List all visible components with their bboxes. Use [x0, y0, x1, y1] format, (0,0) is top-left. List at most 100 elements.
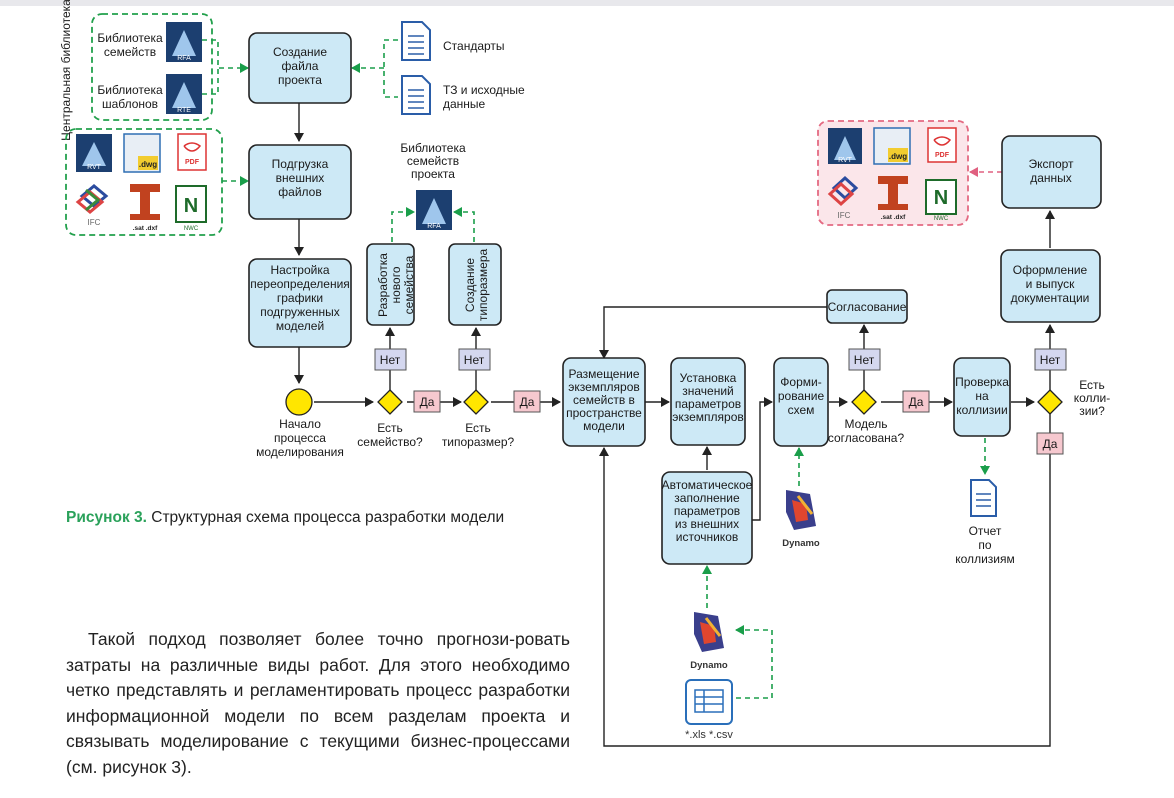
export-files-group: RVT .dwg PDF IFC .sat .dxf N NWC — [817, 120, 969, 226]
tag-yes-collisions-text: Да — [1043, 437, 1058, 451]
report-doc-icon — [970, 479, 997, 517]
export-rvt-badge: RVT — [838, 157, 853, 164]
dynamo-icon-bottom: Dynamo — [690, 612, 728, 671]
tag-no-collisions-text: Нет — [1040, 353, 1061, 367]
top-stripe — [0, 0, 1174, 6]
decision-type-exists — [463, 389, 489, 415]
data-flow-connectors — [202, 39, 1002, 699]
decision-collisions — [1037, 389, 1063, 415]
svg-text:Центральная библиотека: Центральная библиотека — [59, 0, 73, 141]
dynamo-bottom-label: Dynamo — [690, 660, 728, 671]
tag-yes-family: Да — [413, 390, 441, 413]
rvt-badge: RVT — [87, 164, 102, 171]
box-approval[interactable]: Согласование — [826, 289, 908, 324]
tag-no-collisions: Нет — [1034, 348, 1067, 371]
tag-no-type-text: Нет — [464, 353, 485, 367]
pdf-badge: PDF — [185, 159, 200, 166]
svg-text:Разработкановогосемейства: Разработкановогосемейства — [376, 253, 416, 317]
standards-label: Стандарты — [443, 39, 505, 53]
pdf-file-icon — [177, 133, 207, 171]
box-new-family[interactable]: Разработкановогосемейства — [366, 243, 416, 326]
start-node — [285, 388, 313, 416]
ifc-file-icon: IFC — [75, 184, 109, 227]
tag-yes-agreed: Да — [902, 390, 930, 413]
central-library-group: Центральная библиотека — [59, 0, 213, 141]
sat-badge: .sat .dxf — [133, 225, 158, 232]
decision-family-exists — [377, 389, 403, 415]
box-create-type[interactable]: Созданиетипоразмера — [448, 243, 502, 326]
external-files-group: RVT .dwg PDF IFC .sat .dxf N NWC — [65, 128, 223, 236]
tag-no-agreed-text: Нет — [854, 353, 875, 367]
dwg-badge: .dwg — [139, 160, 157, 169]
tag-yes-agreed-text: Да — [909, 395, 924, 409]
export-ifc-icon: IFC — [827, 175, 859, 220]
central-library-vertical-label: Центральная библиотека — [59, 0, 73, 141]
export-ifc-badge: IFC — [838, 211, 851, 220]
sat-file-icon: .sat .dxf — [130, 184, 160, 232]
ifc-badge: IFC — [88, 218, 101, 227]
tag-no-type: Нет — [458, 348, 491, 371]
body-paragraph: Такой подход позволяет более точно прогн… — [66, 629, 570, 777]
project-rfa-icon: RFA — [416, 190, 452, 230]
nwc-file-icon: N NWC — [175, 185, 207, 232]
export-sat-icon: .sat .dxf — [878, 176, 908, 221]
nwc-badge: NWC — [184, 226, 199, 232]
svg-text:N: N — [934, 187, 948, 209]
tag-yes-type-text: Да — [520, 395, 535, 409]
figure-caption: Рисунок 3. Структурная схема процесса ра… — [66, 509, 504, 527]
caption-text: Структурная схема процесса разработки мо… — [146, 509, 505, 526]
dynamo-top-label: Dynamo — [782, 538, 820, 549]
export-pdf-badge: PDF — [935, 152, 950, 159]
rfa-file-icon: RFA — [166, 22, 202, 62]
export-dwg-badge: .dwg — [889, 152, 907, 161]
standards-doc-icon — [401, 21, 431, 61]
export-nwc-icon: N NWC — [925, 179, 957, 222]
spreadsheet-label: *.xls *.csv — [685, 729, 733, 741]
export-sat-badge: .sat .dxf — [881, 214, 906, 221]
tag-yes-family-text: Да — [420, 395, 435, 409]
tag-no-family-text: Нет — [380, 353, 401, 367]
dynamo-icon-top: Dynamo — [782, 490, 820, 549]
caption-number: Рисунок 3. — [66, 509, 147, 526]
project-rfa-badge: RFA — [427, 223, 441, 230]
decision-model-agreed — [851, 389, 877, 415]
spreadsheet-icon: *.xls *.csv — [685, 679, 733, 741]
svg-text:N: N — [184, 195, 198, 217]
tag-no-agreed: Нет — [848, 348, 881, 371]
rfa-badge: RFA — [177, 55, 191, 62]
approval-label: Согласование — [828, 300, 907, 314]
tag-yes-collisions: Да — [1036, 432, 1064, 455]
rte-badge: RTE — [177, 107, 191, 114]
rte-file-icon: RTE — [166, 74, 202, 114]
